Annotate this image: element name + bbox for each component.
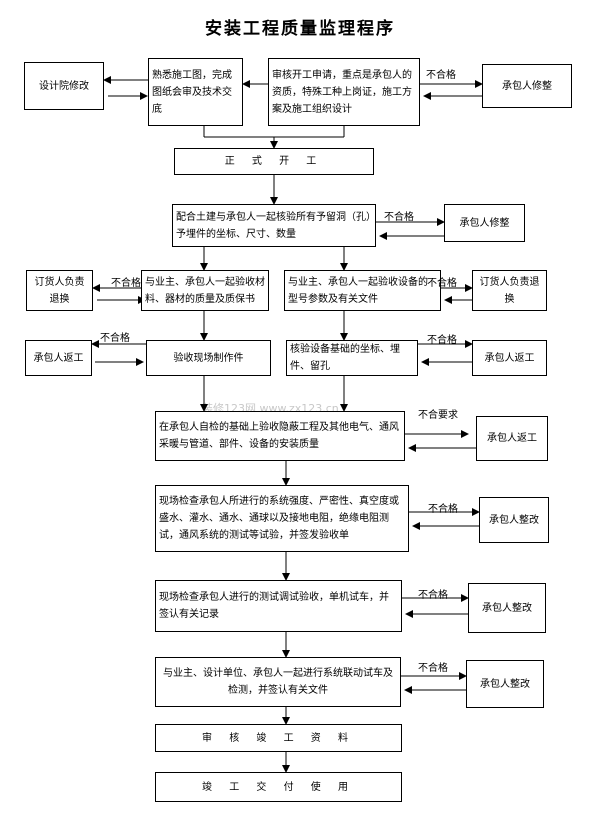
formal-start-box: 正 式 开 工 (174, 148, 374, 175)
fail-requirement-label: 不合要求 (418, 410, 458, 421)
system-tests-box: 现场检查承包人所进行的系统强度、严密性、真空度或盛水、灌水、通水、通球以及接地电… (155, 485, 409, 552)
fail-label: 不合格 (111, 278, 141, 289)
supplier-return-box-right: 订货人负责退换 (472, 270, 547, 311)
review-application-box: 审核开工申请，重点是承包人的资质，特殊工种上岗证，施工方案及施工组织设计 (268, 58, 420, 126)
completion-handover-box: 竣 工 交 付 使 用 (155, 772, 402, 802)
accept-prefab-box: 验收现场制作件 (146, 340, 271, 376)
page-title: 安装工程质量监理程序 (205, 19, 395, 39)
accept-equipment-box: 与业主、承包人一起验收设备的型号参数及有关文件 (284, 270, 441, 311)
check-embedded-box: 配合土建与承包人一起核验所有予留洞（孔）予埋件的坐标、尺寸、数量 (172, 204, 376, 247)
contractor-rectify-box-1: 承包人修整 (482, 64, 572, 108)
joint-test-box: 与业主、设计单位、承包人一起进行系统联动试车及检测，并签认有关文件 (155, 657, 401, 707)
fail-label: 不合格 (428, 504, 458, 515)
fail-label: 不合格 (427, 278, 457, 289)
supplier-return-box-left: 订货人负责退换 (26, 270, 93, 311)
design-modify-box: 设计院修改 (24, 62, 104, 110)
fail-label: 不合格 (418, 590, 448, 601)
fail-label: 不合格 (100, 333, 130, 344)
contractor-redo-box-right: 承包人返工 (472, 340, 547, 376)
contractor-fix-box-1: 承包人整改 (479, 497, 549, 543)
contractor-redo-box-left: 承包人返工 (25, 340, 92, 376)
check-foundation-box: 核验设备基础的坐标、埋件、留孔 (286, 340, 418, 376)
debug-acceptance-box: 现场检查承包人进行的测试调试验收，单机试车，并签认有关记录 (155, 580, 402, 632)
contractor-rectify-box-2: 承包人修整 (444, 204, 525, 242)
fail-label: 不合格 (426, 70, 456, 81)
review-completion-box: 审 核 竣 工 资 料 (155, 724, 402, 752)
contractor-fix-box-2: 承包人整改 (468, 583, 546, 633)
contractor-redo-box-hidden: 承包人返工 (476, 416, 548, 461)
fail-label: 不合格 (427, 335, 457, 346)
contractor-fix-box-3: 承包人整改 (466, 660, 544, 708)
fail-label: 不合格 (384, 212, 414, 223)
familiar-drawings-box: 熟悉施工图，完成图纸会审及技术交底 (148, 58, 243, 126)
accept-hidden-works-box: 在承包人自检的基础上验收隐蔽工程及其他电气、通风采暖与管道、部件、设备的安装质量 (155, 411, 405, 461)
fail-label: 不合格 (418, 663, 448, 674)
accept-materials-box: 与业主、承包人一起验收材料、器材的质量及质保书 (141, 270, 269, 311)
